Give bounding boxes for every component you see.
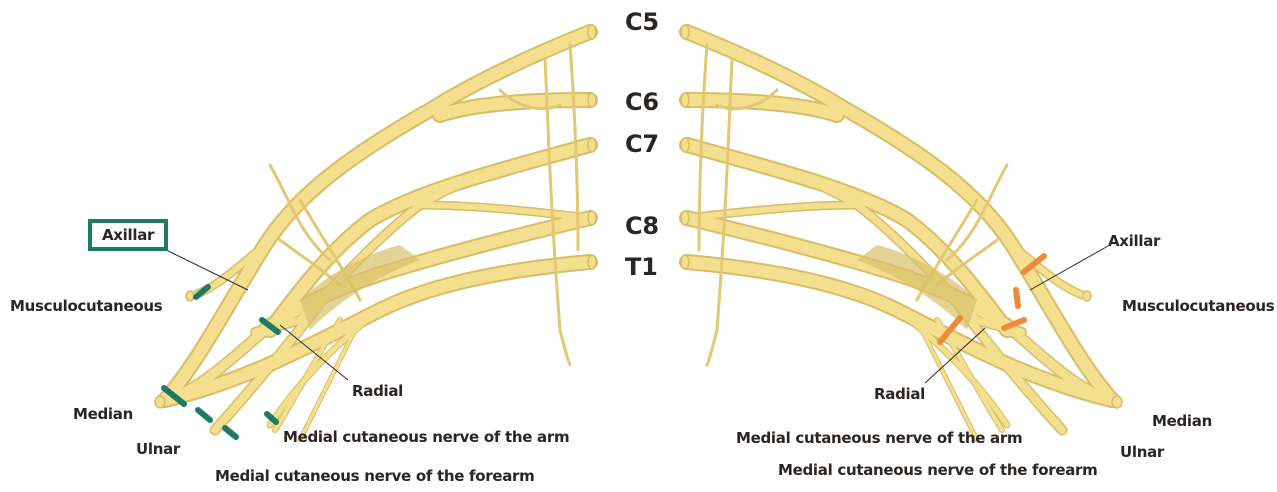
root-label-c6: C6	[625, 88, 659, 116]
right-label-axillar: Axillar	[1108, 232, 1160, 250]
root-label-c5: C5	[625, 8, 659, 36]
left-label-med-cut-forearm: Medial cutaneous nerve of the forearm	[215, 467, 535, 485]
right-label-musculocutaneous: Musculocutaneous	[1122, 297, 1274, 315]
left-marker-forearm	[225, 428, 236, 437]
root-label-c7: C7	[625, 130, 659, 158]
left-label-med-cut-arm: Medial cutaneous nerve of the arm	[283, 428, 569, 446]
left-label-radial: Radial	[352, 382, 403, 400]
left-label-ulnar: Ulnar	[136, 440, 180, 458]
left-label-axillar: Axillar	[88, 219, 168, 251]
right-label-med-cut-forearm: Medial cutaneous nerve of the forearm	[778, 461, 1098, 479]
right-label-radial: Radial	[874, 385, 925, 403]
left-label-musculocutaneous: Musculocutaneous	[10, 297, 162, 315]
root-label-t1: T1	[625, 253, 657, 281]
root-label-c8: C8	[625, 212, 659, 240]
left-marker-ulnar	[198, 410, 210, 420]
right-label-med-cut-arm: Medial cutaneous nerve of the arm	[736, 429, 1022, 447]
right-plexus	[681, 25, 1122, 440]
left-plexus	[155, 25, 596, 440]
right-marker-musculocutaneous	[1016, 290, 1018, 306]
left-marker-musculocutaneous	[196, 287, 208, 297]
right-label-ulnar: Ulnar	[1120, 443, 1164, 461]
right-label-median: Median	[1152, 412, 1212, 430]
left-label-median: Median	[73, 405, 133, 423]
